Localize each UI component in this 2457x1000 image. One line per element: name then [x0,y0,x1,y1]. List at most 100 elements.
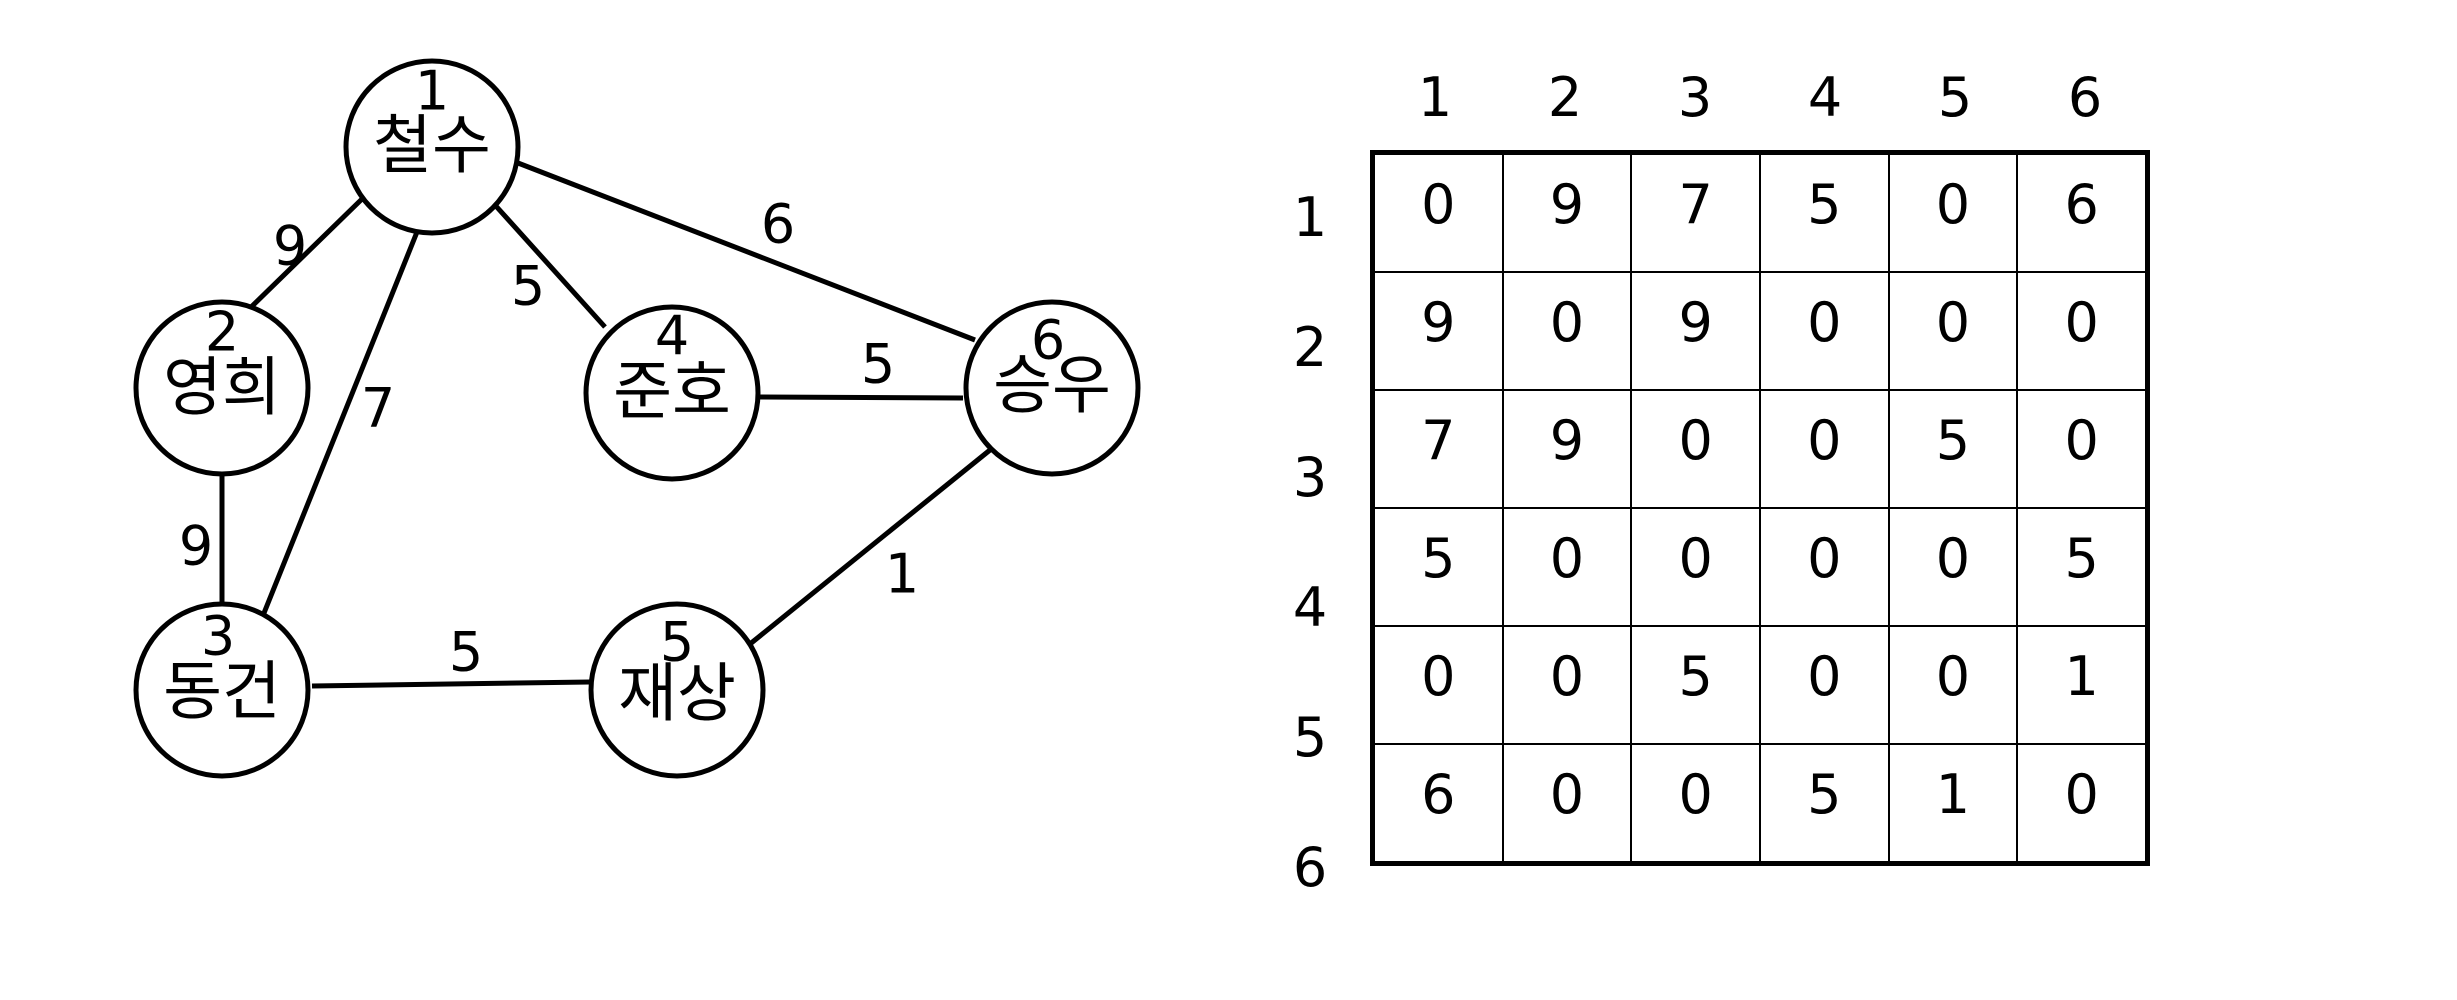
matrix-cell: 6 [2016,151,2149,273]
matrix-cell: 0 [1501,625,1633,745]
weight-label-4-6: 5 [861,333,895,396]
matrix-cell: 1 [2016,625,2149,745]
node-name: 재상 [618,658,736,732]
matrix-row: 6 0 0 5 1 0 [1371,743,2149,865]
matrix-column-header: 5 [1937,66,1973,129]
node-name: 승우 [993,350,1111,424]
matrix-cell: 9 [1630,271,1761,391]
node-circle [588,601,766,779]
weight-label-1-4: 5 [511,255,545,318]
matrix-cell: 0 [1887,507,2019,627]
matrix-cell: 0 [1371,625,1504,745]
node-circle [583,304,761,482]
matrix-column-header: 1 [1417,66,1453,129]
node-name: 영희 [163,352,281,426]
matrix-cell: 5 [1758,743,1890,865]
node-name: 준호 [613,356,731,430]
graph-node: 1 철수 [343,58,521,236]
node-id: 6 [1031,309,1065,372]
edge-4-6 [757,394,964,401]
edge-5-6 [748,448,992,646]
matrix-table: 0 9 7 5 0 6 9 0 9 0 0 0 7 9 0 0 5 0 [1370,150,2150,866]
node-id: 1 [415,60,449,123]
matrix-row: 7 9 0 0 5 0 [1371,389,2149,509]
matrix-cell: 0 [2016,271,2149,391]
matrix-cell: 5 [1630,625,1761,745]
matrix-cell: 0 [1887,625,2019,745]
matrix-cell: 1 [1887,743,2019,865]
node-id: 3 [201,605,235,668]
matrix-cell: 0 [1501,507,1633,627]
matrix-cell: 0 [1758,271,1890,391]
node-circle [133,299,311,477]
adjacency-matrix: 1 2 3 4 5 6 1 2 3 4 5 6 0 9 7 5 0 6 9 0 … [1293,68,2150,898]
matrix-row: 0 0 5 0 0 1 [1371,625,2149,745]
matrix-cell: 9 [1371,271,1504,391]
matrix-cell: 5 [2016,507,2149,627]
node-circle [963,299,1141,477]
matrix-cell: 7 [1371,389,1504,509]
node-id: 5 [660,611,694,674]
matrix-cell: 0 [1371,151,1504,273]
graph-node: 3 동건 [133,601,311,779]
matrix-row: 9 0 9 0 0 0 [1371,271,2149,391]
matrix-cell: 5 [1887,389,2019,509]
weighted-graph: 9 7 5 6 9 5 5 1 1 철수 2 영희 3 동건 4 준호 5 재상… [133,58,1141,779]
graph-node: 4 준호 [583,304,761,482]
matrix-cell: 0 [1630,389,1761,509]
matrix-column-headers: 1 2 3 4 5 6 [1370,68,2150,128]
graph-node: 2 영희 [133,299,311,477]
matrix-column-header: 6 [2067,66,2103,129]
matrix-row-header: 5 [1292,706,1328,769]
matrix-row-header: 3 [1292,446,1328,509]
matrix-row: 0 9 7 5 0 6 [1371,151,2149,273]
node-circle [133,601,311,779]
graph-node: 5 재상 [588,601,766,779]
matrix-cell: 0 [1887,151,2019,273]
matrix-row-header: 4 [1292,576,1328,639]
node-circle [343,58,521,236]
matrix-cell: 0 [1501,271,1633,391]
matrix-cell: 9 [1501,389,1633,509]
matrix-row-header: 6 [1292,836,1328,899]
matrix-cell: 0 [1630,743,1761,865]
node-name: 동건 [163,656,281,730]
weight-label-1-3: 7 [361,377,395,440]
matrix-row-header: 1 [1292,186,1328,249]
node-id: 4 [655,305,689,368]
edge-weights: 9 7 5 6 9 5 5 1 [179,193,919,684]
edge-3-5 [311,679,591,689]
matrix-cell: 5 [1758,151,1890,273]
edge-1-4 [493,203,607,329]
edge-1-3 [259,231,420,619]
node-id: 2 [205,301,239,364]
edges [219,160,992,689]
matrix-cell: 0 [1758,507,1890,627]
weight-label-3-5: 5 [449,621,483,684]
matrix-cell: 0 [2016,389,2149,509]
edge-1-6 [517,160,976,343]
matrix-cell: 0 [1758,389,1890,509]
matrix-column-header: 4 [1807,66,1843,129]
matrix-cell: 9 [1501,151,1633,273]
weight-label-1-6: 6 [761,193,795,256]
matrix-cell: 0 [2016,743,2149,865]
matrix-cell: 0 [1630,507,1761,627]
matrix-cell: 0 [1501,743,1633,865]
weight-label-2-3: 9 [179,515,213,578]
matrix-cell: 7 [1630,151,1761,273]
matrix-cell: 5 [1371,507,1504,627]
matrix-column-header: 2 [1547,66,1583,129]
matrix-row-header: 2 [1292,316,1328,379]
graph-node: 6 승우 [963,299,1141,477]
matrix-cell: 0 [1758,625,1890,745]
matrix-column-header: 3 [1677,66,1713,129]
weight-label-5-6: 1 [885,543,919,606]
weight-label-1-2: 9 [273,215,307,278]
matrix-cell: 0 [1887,271,2019,391]
matrix-row: 5 0 0 0 0 5 [1371,507,2149,627]
node-name: 철수 [373,110,491,184]
matrix-cell: 6 [1371,743,1504,865]
edge-1-2 [243,196,365,315]
matrix-row-headers: 1 2 3 4 5 6 [1270,150,1350,898]
